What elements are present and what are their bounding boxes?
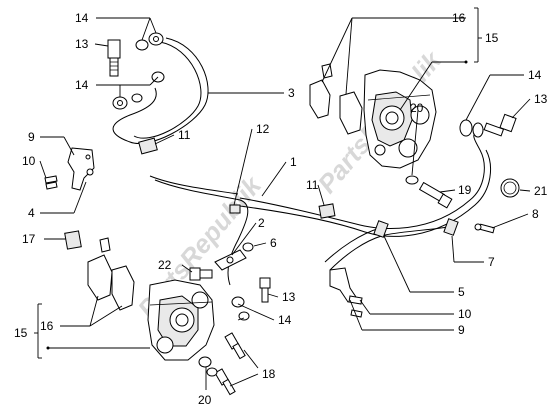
- label-5: 5: [458, 285, 465, 299]
- clip-11b: [318, 203, 336, 219]
- screw-10-right: [348, 295, 363, 318]
- label-14-right: 14: [528, 68, 542, 82]
- label-10-left: 10: [22, 154, 36, 168]
- label-20-bottom: 20: [198, 393, 212, 407]
- label-7: 7: [488, 255, 495, 269]
- label-8: 8: [532, 207, 539, 221]
- part-number-labels: 14 13 14 3 9 11 12 10 1 4 11 2 6 16 15 2…: [14, 11, 548, 407]
- label-14-bottom: 14: [278, 313, 292, 327]
- ring-6: [242, 242, 254, 252]
- caliper-top-right: [363, 69, 437, 169]
- brake-hose-3: [112, 37, 209, 144]
- label-15-top-right: 15: [485, 31, 499, 45]
- bolt-13-bottom: [259, 277, 271, 303]
- bolt-13-top-left: [107, 39, 121, 77]
- screw-8: [474, 223, 495, 234]
- label-21: 21: [534, 184, 548, 198]
- clamp-2: [214, 249, 247, 271]
- label-13-right: 13: [534, 92, 548, 106]
- label-18: 18: [262, 367, 276, 381]
- washers-20-bottom: [198, 356, 218, 377]
- caliper-bottom-left: [147, 279, 215, 361]
- label-16-top-right: 16: [452, 11, 466, 25]
- label-14-top-left: 14: [75, 11, 89, 25]
- screw-10-left: [44, 175, 58, 190]
- label-16-bottom-left: 16: [40, 319, 54, 333]
- label-13-bottom: 13: [282, 290, 296, 304]
- washer-20-top: [405, 175, 419, 185]
- label-2: 2: [258, 216, 265, 230]
- label-9-left: 9: [28, 130, 35, 144]
- label-9-right: 9: [458, 323, 465, 337]
- label-3: 3: [288, 86, 295, 100]
- label-12: 12: [256, 122, 270, 136]
- clip-12: [229, 204, 241, 214]
- ring-21: [500, 178, 520, 198]
- brake-pads-16-top-right: [309, 63, 363, 135]
- hose-end-7: [373, 218, 459, 238]
- label-1: 1: [290, 155, 297, 169]
- brake-hose-long: [239, 129, 491, 271]
- label-10-right: 10: [458, 307, 472, 321]
- label-17: 17: [22, 232, 36, 246]
- leader-lines: [34, 7, 531, 390]
- label-13-top-left: 13: [75, 37, 89, 51]
- bolt-13-right: [483, 113, 517, 137]
- bolt-22: [189, 267, 213, 281]
- label-14-mid-left: 14: [75, 78, 89, 92]
- clip-11a: [138, 137, 158, 155]
- label-22: 22: [158, 258, 172, 272]
- brake-pads-16-bottom-left: [87, 237, 135, 311]
- label-15-bottom-left: 15: [14, 326, 28, 340]
- label-11-right: 11: [306, 178, 319, 192]
- washers-14-top-left: [112, 32, 165, 110]
- label-11-left: 11: [178, 128, 191, 142]
- bolt-19: [418, 181, 453, 209]
- label-6: 6: [270, 236, 277, 250]
- washers-14-bottom: [231, 296, 250, 321]
- label-4: 4: [28, 206, 35, 220]
- washers-14-right: [459, 119, 484, 138]
- label-19: 19: [458, 183, 472, 197]
- label-20-top: 20: [410, 101, 424, 115]
- clip-17: [64, 230, 82, 250]
- bolts-18: [214, 332, 246, 396]
- bracket-9-left: [67, 147, 95, 191]
